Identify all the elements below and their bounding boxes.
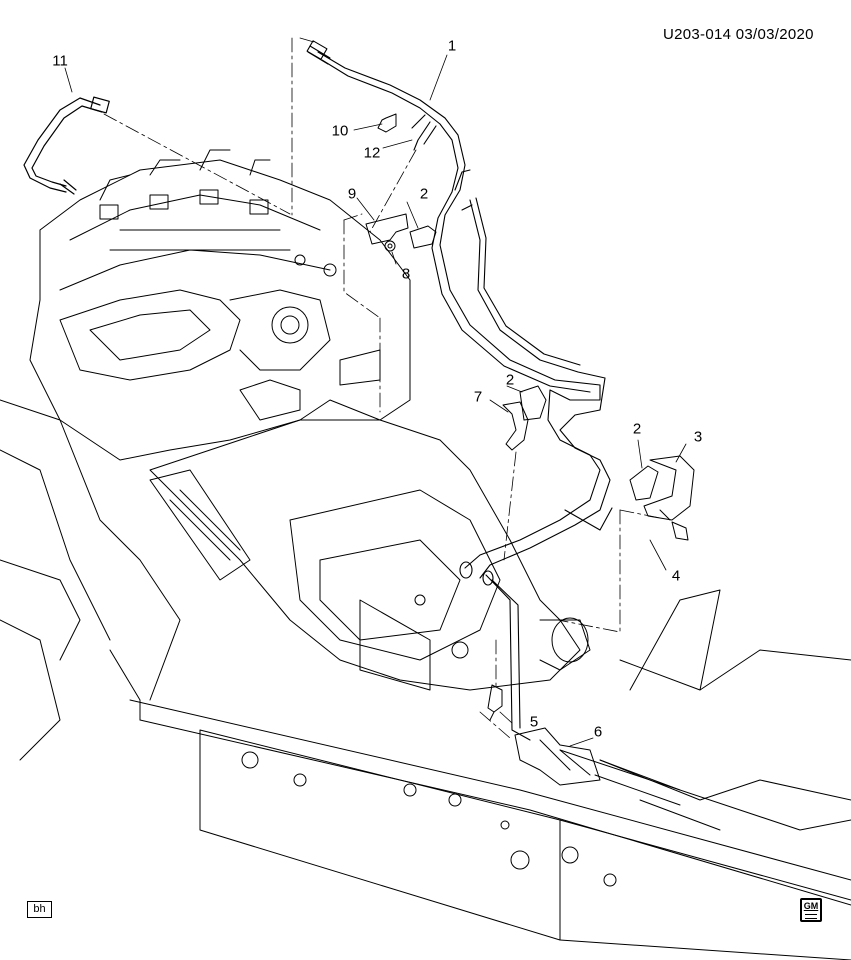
callout-2: 2 <box>419 185 429 203</box>
callout-9: 9 <box>347 185 357 203</box>
callout-6: 6 <box>593 723 603 741</box>
nut-8 <box>384 240 396 252</box>
clip-10 <box>377 113 397 133</box>
illustrator-code: bh <box>27 901 52 918</box>
callout-4: 4 <box>671 567 681 585</box>
gm-logo-text: GM <box>803 901 819 911</box>
callout-10: 10 <box>331 122 349 140</box>
hose-11 <box>23 96 110 195</box>
document-id: U203-014 03/03/2020 <box>663 26 814 43</box>
bracket-7 <box>502 401 529 451</box>
bolt-4 <box>659 509 689 541</box>
bracket-9 <box>365 213 409 245</box>
callout-8: 8 <box>401 265 411 283</box>
callout-12: 12 <box>363 144 381 162</box>
callout-3: 3 <box>693 428 703 446</box>
bracket-3 <box>643 455 695 521</box>
callout-2: 2 <box>632 420 642 438</box>
callout-11: 11 <box>52 52 68 70</box>
gm-logo-icon: GM <box>800 898 822 922</box>
callout-2: 2 <box>505 371 515 389</box>
transmission <box>149 419 591 691</box>
engine <box>29 149 411 461</box>
callout-5: 5 <box>529 713 539 731</box>
gm-logo-bar <box>805 914 817 919</box>
leader-lines <box>64 54 687 747</box>
alignment-lines <box>103 37 661 739</box>
cooler-line-assembly <box>306 40 613 741</box>
callout-1: 1 <box>447 37 457 55</box>
callout-7: 7 <box>473 388 483 406</box>
clip-2 <box>409 225 659 501</box>
frame-rail <box>0 399 851 960</box>
connector-6 <box>514 727 681 806</box>
bolt-5 <box>487 684 503 721</box>
